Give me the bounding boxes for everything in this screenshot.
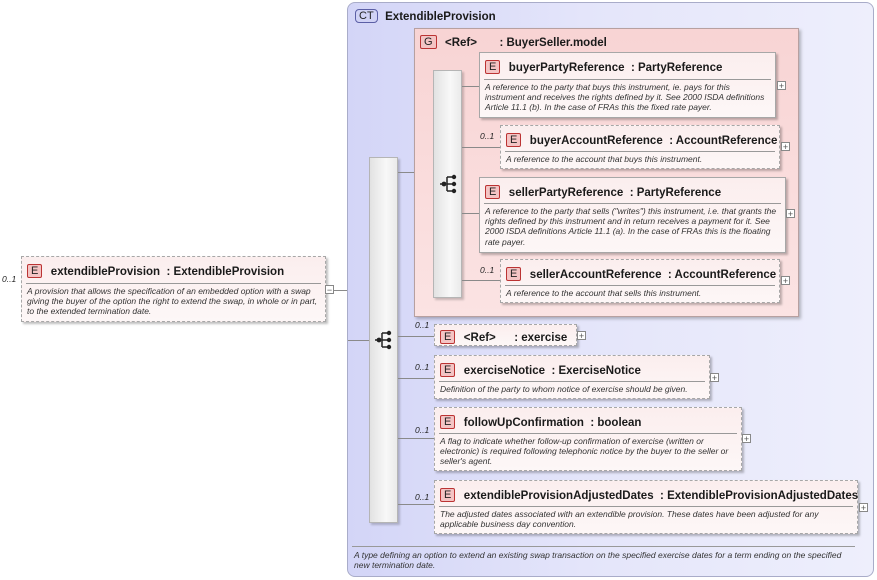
connector-line	[462, 280, 500, 281]
element-type: : boolean	[590, 417, 642, 429]
connector-line	[348, 340, 369, 341]
connector-line	[462, 147, 500, 148]
element-badge: E	[440, 362, 456, 377]
element-badge: E	[485, 59, 501, 74]
group-header: G <Ref> : BuyerSeller.model	[420, 33, 607, 51]
element-box-extendibleProvisionAdjustedDates[interactable]: E extendibleProvisionAdjustedDates : Ext…	[434, 480, 858, 534]
group-name: <Ref>	[445, 37, 477, 49]
element-description: A reference to the party that sells ("wr…	[485, 206, 777, 247]
element-type: : PartyReference	[630, 62, 723, 74]
element-occurs: 0..1	[415, 492, 430, 502]
element-badge: E	[506, 266, 522, 281]
element-name: sellerAccountReference	[529, 269, 662, 281]
element-name: followUpConfirmation	[463, 417, 584, 429]
element-type: : ExerciseNotice	[551, 365, 641, 377]
expand-toggle[interactable]: +	[777, 81, 786, 91]
element-description: A reference to the account that sells th…	[506, 288, 702, 298]
expand-toggle[interactable]: +	[710, 373, 719, 383]
element-description: A reference to the party that buys this …	[485, 82, 765, 113]
group-badge: G	[420, 34, 437, 49]
element-description: A reference to the account that buys thi…	[506, 154, 703, 164]
sequence-icon	[374, 330, 394, 350]
element-box-exerciseNotice[interactable]: E exerciseNotice : ExerciseNotice Defini…	[434, 355, 710, 399]
element-badge: E	[440, 414, 456, 429]
group-type: : BuyerSeller.model	[499, 37, 607, 49]
root-occurs: 0..1	[2, 274, 17, 284]
element-occurs: 0..1	[480, 131, 495, 141]
connector-line	[398, 378, 434, 379]
root-element-box[interactable]: E extendibleProvision : ExtendibleProvis…	[21, 256, 326, 322]
element-description: The adjusted dates associated with an ex…	[440, 509, 819, 530]
element-box-buyerPartyReference[interactable]: E buyerPartyReference : PartyReference A…	[479, 52, 776, 118]
expand-toggle[interactable]: +	[786, 209, 795, 219]
connector-line	[398, 336, 434, 337]
element-box-followUpConfirmation[interactable]: E followUpConfirmation : boolean A flag …	[434, 407, 742, 471]
element-type: : AccountReference	[669, 135, 778, 147]
connector-line	[462, 213, 479, 214]
element-occurs: 0..1	[415, 362, 430, 372]
element-description: Definition of the party to whom notice o…	[440, 384, 688, 394]
complex-type-badge: CT	[355, 8, 378, 23]
connector-line	[398, 172, 414, 173]
element-badge: E	[506, 132, 522, 147]
element-box-exercise[interactable]: E <Ref> : exercise	[434, 324, 577, 346]
element-box-sellerPartyReference[interactable]: E sellerPartyReference : PartyReference …	[479, 177, 786, 253]
complex-type-header: CT ExtendibleProvision	[355, 7, 496, 25]
element-badge: E	[440, 487, 456, 502]
expand-toggle[interactable]: +	[781, 276, 790, 286]
element-type: : AccountReference	[667, 269, 777, 281]
connector-line	[398, 438, 434, 439]
collapse-toggle[interactable]: −	[325, 285, 334, 295]
element-type: : ExtendibleProvision	[166, 266, 285, 278]
element-name: exerciseNotice	[463, 365, 545, 377]
element-name: extendibleProvision	[50, 266, 161, 278]
element-box-buyerAccountReference[interactable]: E buyerAccountReference : AccountReferen…	[500, 125, 780, 169]
element-type: : PartyReference	[629, 187, 722, 199]
connector-line	[462, 86, 479, 87]
element-description: A provision that allows the specificatio…	[27, 286, 318, 317]
element-name: sellerPartyReference	[508, 187, 624, 199]
element-type: : exercise	[514, 332, 568, 344]
connector-line	[398, 504, 434, 505]
expand-toggle[interactable]: +	[742, 434, 751, 444]
complex-type-name: ExtendibleProvision	[385, 11, 496, 23]
element-description: A flag to indicate whether follow-up con…	[440, 436, 729, 467]
element-badge: E	[440, 329, 456, 344]
complex-type-separator	[352, 546, 855, 547]
element-badge: E	[485, 184, 501, 199]
element-occurs: 0..1	[480, 265, 495, 275]
element-occurs: 0..1	[415, 320, 430, 330]
element-name: <Ref>	[463, 332, 496, 344]
expand-toggle[interactable]: +	[781, 142, 790, 152]
complex-type-description: A type defining an option to extend an e…	[354, 550, 842, 571]
element-box-sellerAccountReference[interactable]: E sellerAccountReference : AccountRefere…	[500, 259, 780, 303]
expand-toggle[interactable]: +	[577, 331, 586, 341]
sequence-icon	[439, 174, 459, 194]
element-name: buyerPartyReference	[508, 62, 625, 74]
element-occurs: 0..1	[415, 425, 430, 435]
expand-toggle[interactable]: +	[859, 503, 868, 513]
element-badge: E	[27, 263, 43, 278]
connector-line	[334, 290, 348, 291]
element-type: : ExtendibleProvisionAdjustedDates	[660, 490, 859, 502]
element-name: extendibleProvisionAdjustedDates	[463, 490, 654, 502]
element-name: buyerAccountReference	[529, 135, 663, 147]
